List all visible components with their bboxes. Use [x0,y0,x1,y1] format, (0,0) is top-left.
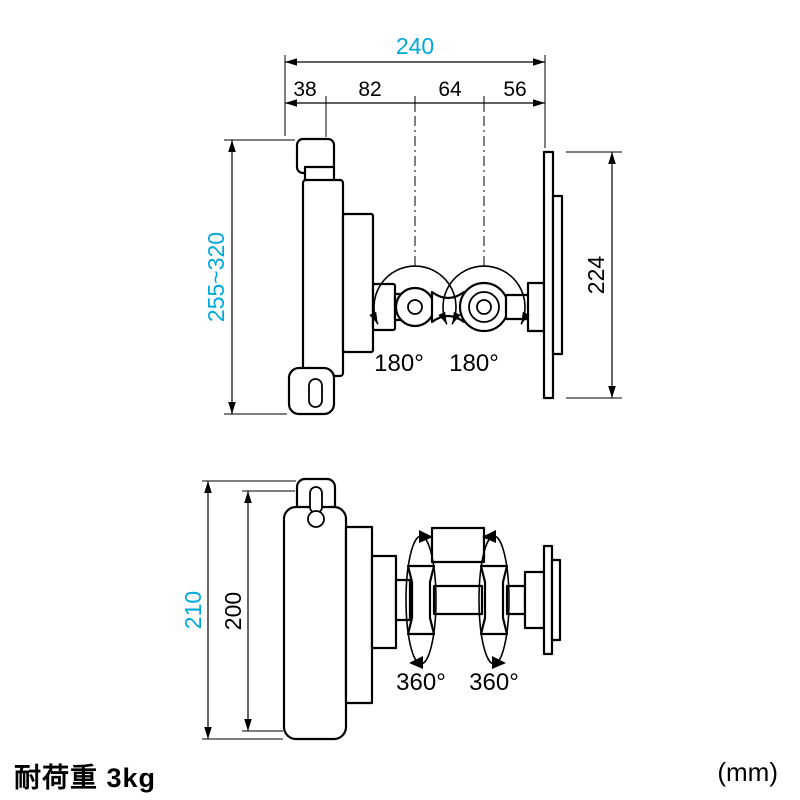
bracket-bottom-slot [308,378,323,408]
monitor-plate-front [542,544,562,656]
unit-label: (mm) [717,757,778,787]
rotation-arrow-right-bottom [492,656,506,669]
monitor-plate-side [542,150,564,400]
dim-text-segment-38: 38 [293,78,316,101]
arm-link-2 [504,293,532,321]
rotation-text-left: 180° [374,350,424,377]
joint-cylinder-2 [479,564,509,636]
joint-2-inner [476,299,492,315]
arm-assembly-side [371,281,546,333]
dim-text-segment-56: 56 [503,78,526,101]
rotation-text-right-360: 360° [469,669,519,696]
bracket-body [282,505,348,741]
rotation-arc-right [438,265,530,325]
arm-mid-bar [432,584,484,616]
dim-text-plate-height: 224 [583,256,609,295]
keyhole-slot [309,486,323,514]
joint-1-inner [407,299,423,315]
bracket-step-1 [344,525,374,705]
joint-cylinder-1 [406,564,436,636]
bottom-view: 210 200 [180,477,562,741]
arm-neck [371,282,397,332]
plate-front [542,150,555,400]
rotation-arrow-right-top [482,530,496,543]
arm-bar-1 [394,578,412,622]
dim-text-body-height: 200 [220,592,246,630]
plate-front-edge [542,544,554,656]
rotation-text-right: 180° [449,350,499,377]
plate-back-edge [550,558,562,642]
top-view: 240 38 82 64 56 255~320 224 [203,33,622,416]
dim-text-segment-82: 82 [358,78,381,101]
dim-text-total-height: 210 [180,591,206,629]
plate-bracket [526,281,546,333]
rotation-text-left-360: 360° [396,669,446,696]
plate-back [551,194,564,356]
plate-bracket-front [523,570,546,630]
bracket-mount-block [341,212,375,354]
wall-bracket-side [287,137,375,416]
bracket-plate [301,178,345,378]
rotation-arc-left [369,265,461,325]
bracket-step-2 [370,554,398,650]
rotation-arrow-left-top [419,530,433,543]
load-capacity-label: 耐荷重 3kg [14,763,157,793]
dim-text-segment-64: 64 [438,78,462,101]
rotation-arrow-left-bottom [409,656,423,669]
dim-text-height-range: 255~320 [203,232,229,322]
arm-top-plate [430,526,486,564]
keyhole-circle [307,510,325,528]
wall-bracket-front [282,477,398,741]
arm-assembly-front [394,526,546,636]
dim-text-total-width: 240 [396,33,434,59]
